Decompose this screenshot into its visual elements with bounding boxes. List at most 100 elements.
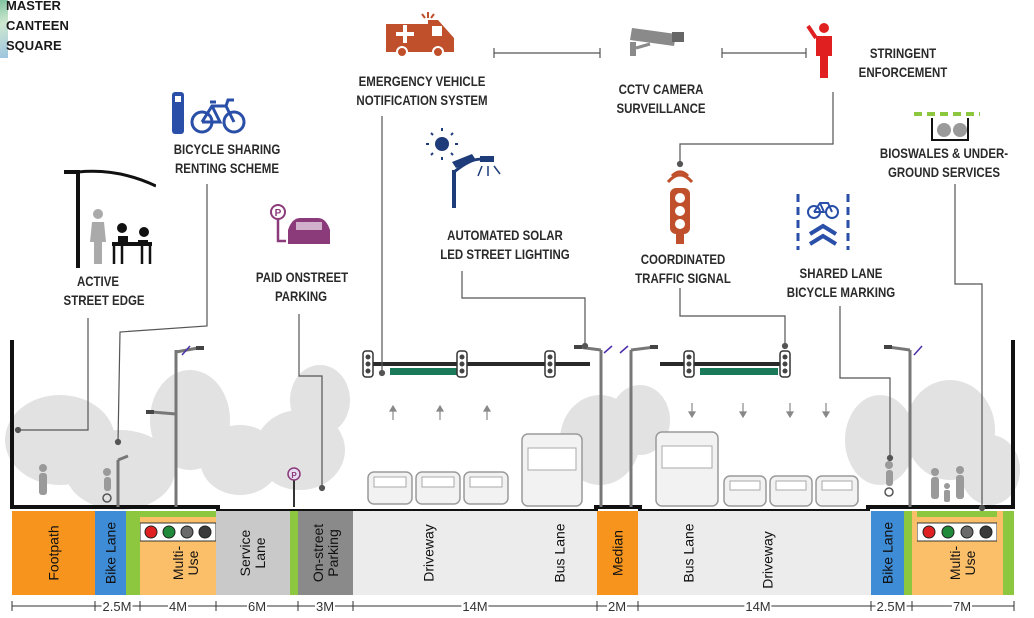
leader-lines xyxy=(14,48,986,512)
cctv-camera-icon xyxy=(628,22,686,56)
label-bioswales: BIOSWALES & UNDER- GROUND SERVICES xyxy=(872,144,1016,182)
segment-bike-lane-right: Bike Lane xyxy=(871,511,904,595)
label-cctv-line1: CCTV CAMERA xyxy=(618,81,704,97)
people xyxy=(39,461,964,502)
label-cctv: CCTV CAMERA SURVEILLANCE xyxy=(609,80,712,118)
label-traffic-signal-line2: TRAFFIC SIGNAL xyxy=(635,270,731,286)
vehicle-windows xyxy=(373,445,853,491)
cafe-seating-icon xyxy=(62,160,156,272)
segment-bus-lane-right-label: Bus Lane xyxy=(680,523,697,583)
location-label-line3: SQUARE xyxy=(6,38,62,53)
bike-share-icon xyxy=(170,90,250,136)
segment-bus-lane-left-label: Bus Lane xyxy=(551,523,568,583)
segment-green-strip-edge xyxy=(1003,511,1014,595)
tree-silhouettes xyxy=(5,365,1020,510)
segment-service-lane-line2: Lane xyxy=(252,537,268,569)
segment-on-street-parking-line2: Parking xyxy=(324,529,341,577)
light-indicator-marks xyxy=(181,345,923,356)
dim-service-lane: 6M xyxy=(246,599,268,615)
label-emergency-vehicle: EMERGENCY VEHICLE NOTIFICATION SYSTEM xyxy=(342,72,503,110)
location-label-line1: MASTER xyxy=(6,0,61,13)
label-bicycle-sharing-line1: BICYCLE SHARING xyxy=(173,141,281,157)
dim-on-street-parking: 3M xyxy=(314,599,336,615)
segment-green-strip-right xyxy=(904,511,912,595)
segment-parking-green-strip xyxy=(290,511,298,595)
label-active-street-edge: ACTIVE STREET EDGE xyxy=(63,272,145,310)
traffic-signal-icon xyxy=(662,168,698,248)
location-map-thumbnail xyxy=(0,0,8,58)
label-traffic-signal: COORDINATED TRAFFIC SIGNAL xyxy=(630,250,737,288)
dim-median: 2M xyxy=(606,599,628,615)
segment-bike-lane-left-label: Bike Lane xyxy=(102,521,118,585)
segment-on-street-parking-line1: On-street xyxy=(309,523,326,583)
label-solar-lighting: AUTOMATED SOLAR LED STREET LIGHTING xyxy=(427,226,583,264)
bioswale-icon xyxy=(912,110,982,142)
label-stringent-enforcement-line2: ENFORCEMENT xyxy=(858,64,948,80)
segment-multi-use-right-line2: Use xyxy=(961,550,978,576)
bike-lane-marking-icon xyxy=(796,194,850,250)
segment-driveway-right-label: Driveway xyxy=(759,530,776,589)
segment-service-lane-line1: Service xyxy=(237,529,253,577)
segment-on-street-parking: On-street Parking xyxy=(298,511,353,595)
label-solar-lighting-line1: AUTOMATED SOLAR xyxy=(447,227,563,243)
multi-use-signal-left xyxy=(140,511,216,545)
direction-arrows xyxy=(388,403,831,420)
label-bicycle-sharing-line2: RENTING SCHEME xyxy=(175,160,279,176)
parking-meter-icon: P xyxy=(268,204,334,250)
light-fixtures xyxy=(146,345,892,414)
bicycles xyxy=(102,487,894,503)
segment-carriageway-right: Bus Lane Driveway xyxy=(638,511,871,595)
label-paid-parking-line2: PARKING xyxy=(274,288,328,304)
segment-bike-lane-right-label: Bike Lane xyxy=(879,521,895,585)
segment-carriageway-left: Driveway Bus Lane xyxy=(353,511,597,595)
segment-multi-use-left-line1: Multi- xyxy=(169,545,186,581)
parking-meter-roadside: P xyxy=(287,467,301,507)
label-shared-lane-marking: SHARED LANE BICYCLE MARKING xyxy=(776,264,906,302)
dim-bike-lane-right: 2.5M xyxy=(875,599,907,615)
segment-median: Median xyxy=(597,511,638,595)
segment-multi-use-right-line1: Multi- xyxy=(946,545,963,581)
dim-carriageway-right: 14M xyxy=(744,599,772,615)
label-emergency-vehicle-line1: EMERGENCY VEHICLE xyxy=(358,73,486,89)
dim-carriageway-left: 14M xyxy=(461,599,489,615)
label-bioswales-line1: BIOSWALES & UNDER- xyxy=(879,145,1009,161)
road-profile-line xyxy=(10,505,1015,513)
location-label: MASTER CANTEEN SQUARE xyxy=(6,0,69,56)
label-solar-lighting-line2: LED STREET LIGHTING xyxy=(440,246,570,262)
right-boundary-wall xyxy=(1011,340,1015,508)
segment-footpath-label: Footpath xyxy=(45,525,61,581)
label-stringent-enforcement: STRINGENT ENFORCEMENT xyxy=(850,44,957,82)
segment-median-label: Median xyxy=(609,530,625,576)
label-shared-lane-marking-line1: SHARED LANE xyxy=(799,265,883,281)
segment-service-lane: Service Lane xyxy=(216,511,290,595)
signal-gantries xyxy=(362,350,791,378)
label-cctv-line2: SURVEILLANCE xyxy=(616,100,706,116)
segment-footpath: Footpath xyxy=(12,511,95,595)
segment-driveway-left-label: Driveway xyxy=(420,524,437,582)
segment-bike-lane-left: Bike Lane xyxy=(95,511,126,595)
location-label-line2: CANTEEN xyxy=(6,18,69,33)
ambulance-icon xyxy=(384,10,458,58)
traffic-police-icon xyxy=(806,22,838,78)
label-traffic-signal-line1: COORDINATED xyxy=(640,251,726,267)
segment-multi-use-left-line2: Use xyxy=(184,550,201,576)
label-paid-parking: PAID ONSTREET PARKING xyxy=(256,268,348,306)
label-active-street-edge-line1: ACTIVE xyxy=(76,273,120,289)
solar-street-light-icon xyxy=(422,128,510,208)
svg-text:P: P xyxy=(275,208,282,219)
label-bicycle-sharing: BICYCLE SHARING RENTING SCHEME xyxy=(167,140,287,178)
label-bioswales-line2: GROUND SERVICES xyxy=(887,164,1001,180)
dim-bike-lane-left: 2.5M xyxy=(101,599,133,615)
svg-text:P: P xyxy=(291,471,297,480)
label-shared-lane-marking-line2: BICYCLE MARKING xyxy=(786,284,896,300)
dimension-line xyxy=(11,601,1015,611)
label-stringent-enforcement-line1: STRINGENT xyxy=(869,45,937,61)
dim-multi-use-left: 4M xyxy=(167,599,189,615)
left-boundary-wall xyxy=(10,340,14,508)
segment-green-strip-left xyxy=(126,511,140,595)
multi-use-signal-right xyxy=(917,511,997,545)
dim-multi-use-right: 7M xyxy=(951,599,973,615)
label-active-street-edge-line2: STREET EDGE xyxy=(63,292,145,308)
label-emergency-vehicle-line2: NOTIFICATION SYSTEM xyxy=(356,92,488,108)
